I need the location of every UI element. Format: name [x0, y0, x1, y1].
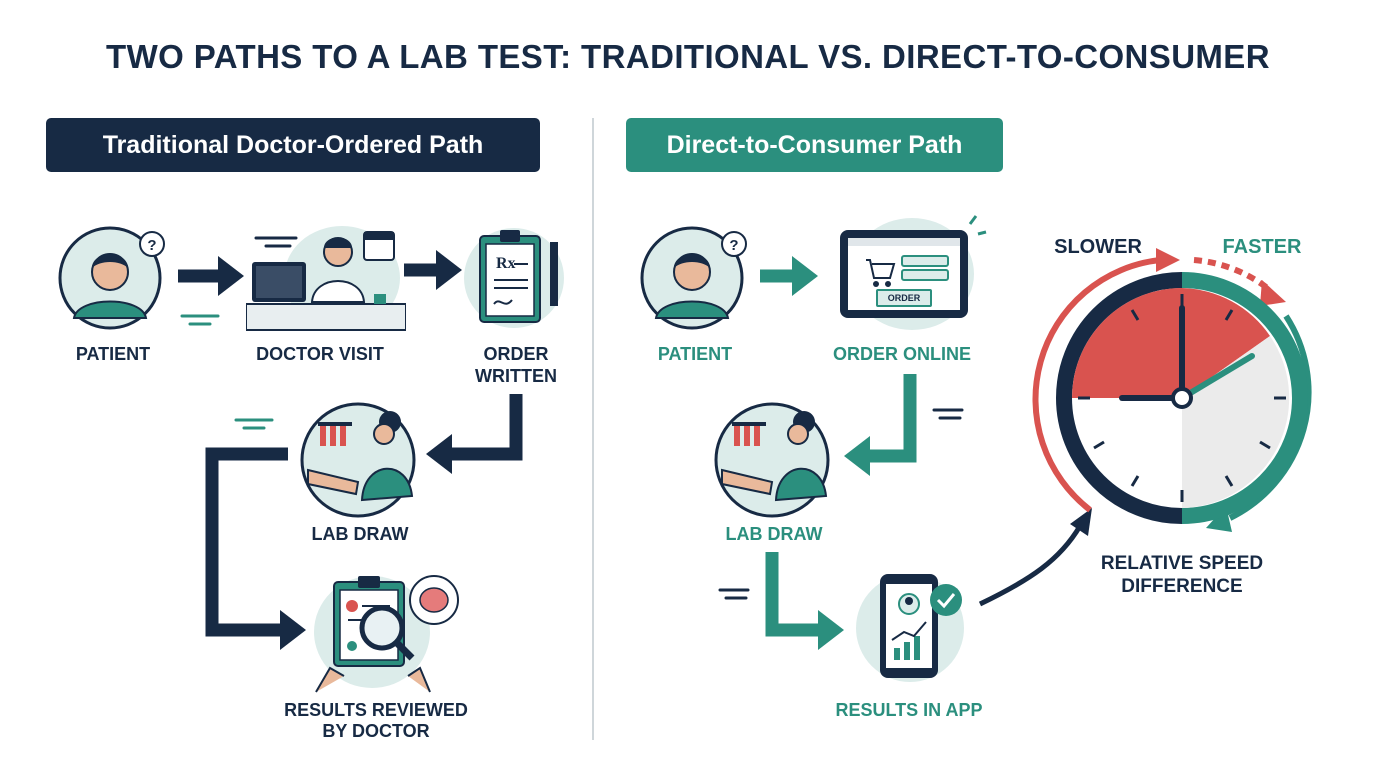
step-label-results-line2: BY DOCTOR — [322, 721, 430, 741]
motion-lines — [180, 314, 274, 430]
prescription-icon: Rx — [464, 228, 564, 328]
order-online-icon — [840, 215, 987, 330]
step-label-order-written-line2: WRITTEN — [475, 366, 557, 386]
results-review-icon — [314, 575, 459, 693]
traditional-path-header: Traditional Doctor-Ordered Path — [46, 118, 540, 172]
direct-path-header: Direct-to-Consumer Path — [626, 118, 1003, 172]
arrow-doctor-to-order — [404, 250, 462, 290]
step-label-order-written-line1: ORDER — [483, 344, 549, 364]
speed-clock-icon — [1032, 248, 1312, 532]
lab-draw-icon — [300, 402, 416, 518]
faster-label: FASTER — [1222, 236, 1302, 258]
svg-text:Rx: Rx — [496, 255, 516, 272]
arrow-lab-to-results — [205, 447, 306, 650]
arrow-results-to-clock — [978, 508, 1092, 607]
doctor-icon — [246, 226, 406, 331]
arrow-patient-to-doctor — [178, 256, 244, 296]
svg-text:?: ? — [729, 237, 738, 254]
dtc-lab-draw-icon — [714, 402, 830, 518]
dtc-step-label-results-in-app: RESULTS IN APP — [835, 700, 983, 720]
patient-icon: ? — [58, 226, 165, 330]
slower-label: SLOWER — [1054, 236, 1142, 258]
step-label-lab-draw: LAB DRAW — [311, 524, 409, 544]
arrow-order-to-lab — [426, 394, 523, 474]
arrow-dtc-patient-to-order — [760, 256, 818, 296]
dtc-step-label-order-online: ORDER ONLINE — [832, 344, 972, 364]
arrow-dtc-lab-to-results — [765, 552, 844, 650]
step-label-results-line1: RESULTS REVIEWED — [284, 700, 468, 720]
page-title: TWO PATHS TO A LAB TEST: TRADITIONAL VS.… — [106, 38, 1270, 75]
step-label-patient: PATIENT — [75, 344, 151, 364]
phone-results-icon — [856, 574, 964, 682]
dtc-step-label-lab-draw: LAB DRAW — [725, 524, 823, 544]
dtc-step-label-patient: PATIENT — [657, 344, 733, 364]
svg-text:?: ? — [147, 237, 156, 254]
step-label-doctor-visit: DOCTOR VISIT — [256, 344, 384, 364]
speed-caption-line2: DIFFERENCE — [1121, 576, 1243, 597]
order-button: ORDER — [876, 289, 932, 307]
arrow-dtc-order-to-lab — [844, 374, 917, 476]
speed-caption-line1: RELATIVE SPEED — [1100, 553, 1264, 574]
dtc-patient-icon: ? — [640, 226, 747, 330]
panel-divider — [592, 118, 594, 740]
